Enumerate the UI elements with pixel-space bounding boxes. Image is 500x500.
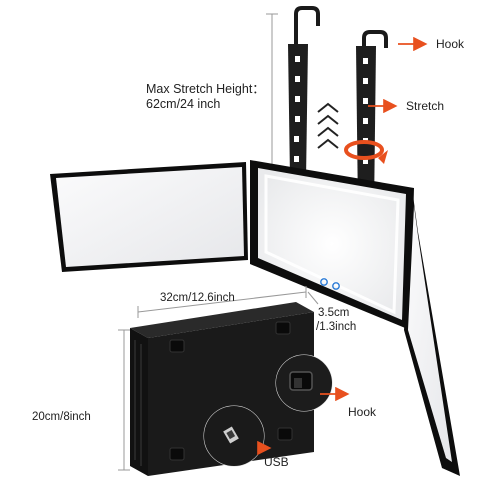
depth-label-inch: /1.3inch xyxy=(316,321,357,333)
width-label: 32cm/12.6inch xyxy=(160,292,235,304)
stretch-label: Stretch xyxy=(406,99,445,113)
hook-label-top: Hook xyxy=(436,37,465,51)
hook-zoom-callout xyxy=(275,354,333,412)
stretch-arrows-icon xyxy=(317,102,339,149)
max-stretch-label: Max Stretch Height： xyxy=(146,82,265,96)
trifold-mirror xyxy=(50,160,460,476)
rotate-arrow-icon xyxy=(344,140,388,164)
callout-arrows xyxy=(257,36,428,456)
height-label: 20cm/8inch xyxy=(32,411,91,423)
touch-button[interactable] xyxy=(332,282,340,290)
folded-mirror-case xyxy=(130,302,314,476)
hook-icon xyxy=(294,6,320,50)
usb-port-icon xyxy=(223,426,239,444)
dimension-lines xyxy=(118,286,319,471)
usb-zoom-callout xyxy=(203,405,265,467)
usb-label: USB xyxy=(264,455,289,469)
max-stretch-value: 62cm/24 inch xyxy=(146,97,221,111)
stretch-dimension-line xyxy=(266,13,278,171)
hanging-bracket xyxy=(288,6,388,210)
hook-label-bottom: Hook xyxy=(348,405,377,419)
hook-icon xyxy=(362,30,388,50)
touch-button[interactable] xyxy=(320,278,328,286)
depth-label: 3.5cm xyxy=(318,307,350,319)
